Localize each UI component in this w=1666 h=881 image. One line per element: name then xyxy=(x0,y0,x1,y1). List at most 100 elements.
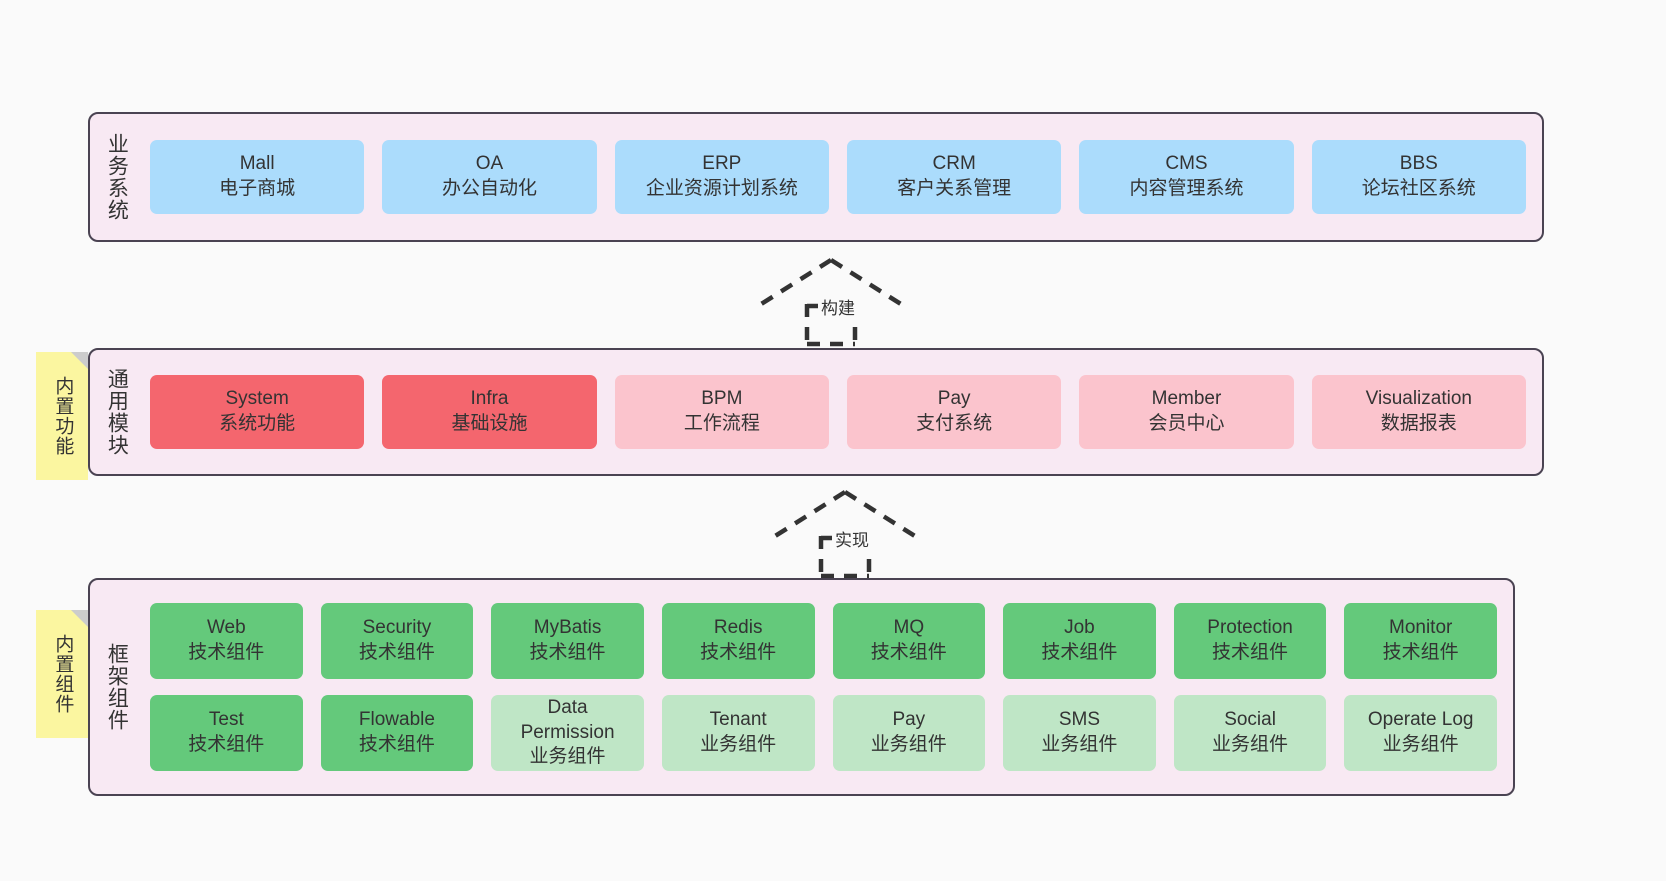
card-operate-log[interactable]: Operate Log 业务组件 xyxy=(1344,695,1497,771)
card-title: CMS xyxy=(1165,153,1208,175)
card-bbs[interactable]: BBS 论坛社区系统 xyxy=(1311,140,1526,214)
card-flowable[interactable]: Flowable 技术组件 xyxy=(320,695,474,771)
card-oa[interactable]: OA 办公自动化 xyxy=(382,140,597,214)
card-web[interactable]: Web 技术组件 xyxy=(150,603,303,679)
note-fold-corner-icon xyxy=(71,610,88,627)
card-cms[interactable]: CMS 内容管理系统 xyxy=(1079,140,1294,214)
generalization-arrowhead-icon xyxy=(756,258,906,308)
card-title: Pay xyxy=(892,709,926,731)
card-title: Member xyxy=(1151,388,1222,410)
generalization-arrowhead-icon xyxy=(770,490,920,540)
layer-title-framework: 框架组件 xyxy=(105,643,129,731)
card-erp[interactable]: ERP 企业资源计划系统 xyxy=(614,140,829,214)
card-title: Mall xyxy=(239,153,275,175)
card-title: System xyxy=(225,388,289,410)
card-title: Monitor xyxy=(1389,617,1453,639)
card-infra[interactable]: Infra 基础设施 xyxy=(382,375,597,449)
card-protection[interactable]: Protection 技术组件 xyxy=(1173,603,1327,679)
note-label: 内置组件 xyxy=(52,634,74,714)
card-pay[interactable]: Pay 支付系统 xyxy=(846,375,1062,449)
card-subtitle: 会员中心 xyxy=(1148,413,1225,434)
card-title: Infra xyxy=(470,388,509,410)
card-subtitle: 业务组件 xyxy=(529,746,606,768)
card-subtitle: 技术组件 xyxy=(1212,642,1289,663)
layer-body-framework: Web 技术组件 Security 技术组件 MyBatis 技术组件 Redi… xyxy=(142,580,1513,794)
card-subtitle: 办公自动化 xyxy=(441,178,537,199)
card-subtitle: 业务组件 xyxy=(1382,734,1459,755)
card-subtitle: 论坛社区系统 xyxy=(1361,178,1476,199)
card-tenant[interactable]: Tenant 业务组件 xyxy=(661,695,815,771)
connector-label-implement: 实现 xyxy=(832,526,872,551)
card-subtitle: 技术组件 xyxy=(358,642,435,663)
card-system[interactable]: System 系统功能 xyxy=(150,375,365,449)
card-title: Security xyxy=(362,617,432,639)
card-subtitle: 技术组件 xyxy=(529,642,606,663)
connector-label-build: 构建 xyxy=(818,294,858,319)
layer-business-systems: 业务系统 Mall 电子商城 OA 办公自动化 ERP 企业资源计划系统 CRM… xyxy=(88,112,1544,242)
card-subtitle: 企业资源计划系统 xyxy=(645,178,798,199)
card-redis[interactable]: Redis 技术组件 xyxy=(661,603,815,679)
card-title: Protection xyxy=(1207,617,1293,639)
card-crm[interactable]: CRM 客户关系管理 xyxy=(846,140,1062,214)
card-job[interactable]: Job 技术组件 xyxy=(1003,603,1156,679)
layer-common-modules: 通用模块 System 系统功能 Infra 基础设施 BPM 工作流程 Pay… xyxy=(88,348,1544,476)
card-test[interactable]: Test 技术组件 xyxy=(150,695,303,771)
card-title: SMS xyxy=(1058,709,1101,731)
business-card-row: Mall 电子商城 OA 办公自动化 ERP 企业资源计划系统 CRM 客户关系… xyxy=(150,140,1526,214)
card-subtitle: 技术组件 xyxy=(700,642,777,663)
card-title: Test xyxy=(208,709,244,731)
card-subtitle: 基础设施 xyxy=(451,413,528,434)
card-sms[interactable]: SMS 业务组件 xyxy=(1003,695,1156,771)
card-mall[interactable]: Mall 电子商城 xyxy=(150,140,365,214)
card-title: OA xyxy=(475,153,504,175)
card-social[interactable]: Social 业务组件 xyxy=(1173,695,1327,771)
card-visualization[interactable]: Visualization 数据报表 xyxy=(1311,375,1526,449)
common-card-row: System 系统功能 Infra 基础设施 BPM 工作流程 Pay 支付系统… xyxy=(150,375,1526,449)
card-subtitle: 技术组件 xyxy=(188,734,265,755)
card-subtitle: 系统功能 xyxy=(219,413,296,434)
card-subtitle: 业务组件 xyxy=(1041,734,1118,755)
card-monitor[interactable]: Monitor 技术组件 xyxy=(1344,603,1497,679)
card-title: CRM xyxy=(932,153,976,175)
card-subtitle: 业务组件 xyxy=(1212,734,1289,755)
card-title: Visualization xyxy=(1365,388,1472,410)
card-pay-component[interactable]: Pay 业务组件 xyxy=(832,695,986,771)
card-subtitle: 内容管理系统 xyxy=(1129,178,1244,199)
layer-title-common: 通用模块 xyxy=(105,368,129,456)
card-title: Social xyxy=(1224,709,1276,731)
card-subtitle: 业务组件 xyxy=(870,734,947,755)
layer-framework-components: 框架组件 Web 技术组件 Security 技术组件 MyBatis 技术组件… xyxy=(88,578,1515,796)
card-title: MyBatis xyxy=(533,617,602,639)
card-security[interactable]: Security 技术组件 xyxy=(320,603,474,679)
card-subtitle: 支付系统 xyxy=(916,413,993,434)
card-subtitle: 业务组件 xyxy=(700,734,777,755)
connector-build: 构建 xyxy=(756,258,906,347)
card-mybatis[interactable]: MyBatis 技术组件 xyxy=(491,603,644,679)
card-member[interactable]: Member 会员中心 xyxy=(1079,375,1294,449)
note-label: 内置功能 xyxy=(52,376,74,456)
note-fold-corner-icon xyxy=(71,352,88,369)
card-data-permission[interactable]: Data Permission 业务组件 xyxy=(491,695,644,771)
layer-title-business: 业务系统 xyxy=(105,133,129,221)
connector-implement: 实现 xyxy=(770,490,920,579)
card-bpm[interactable]: BPM 工作流程 xyxy=(614,375,829,449)
card-mq[interactable]: MQ 技术组件 xyxy=(832,603,986,679)
card-title: BPM xyxy=(701,388,743,410)
layer-body-business: Mall 电子商城 OA 办公自动化 ERP 企业资源计划系统 CRM 客户关系… xyxy=(142,114,1542,240)
card-subtitle: 技术组件 xyxy=(1041,642,1118,663)
framework-card-row-1: Web 技术组件 Security 技术组件 MyBatis 技术组件 Redi… xyxy=(150,603,1497,679)
card-subtitle: 技术组件 xyxy=(870,642,947,663)
sticky-note-builtin-components: 内置组件 xyxy=(36,610,88,738)
card-subtitle: 技术组件 xyxy=(358,734,435,755)
card-subtitle: 技术组件 xyxy=(188,642,265,663)
layer-body-common: System 系统功能 Infra 基础设施 BPM 工作流程 Pay 支付系统… xyxy=(142,350,1542,474)
card-title: Flowable xyxy=(358,709,435,731)
sticky-note-builtin-features: 内置功能 xyxy=(36,352,88,480)
card-subtitle: 客户关系管理 xyxy=(897,178,1012,199)
card-title: Tenant xyxy=(709,709,767,731)
card-title: Job xyxy=(1064,617,1095,639)
card-subtitle: 工作流程 xyxy=(683,413,760,434)
card-title: ERP xyxy=(702,153,742,175)
card-subtitle: 电子商城 xyxy=(219,178,296,199)
